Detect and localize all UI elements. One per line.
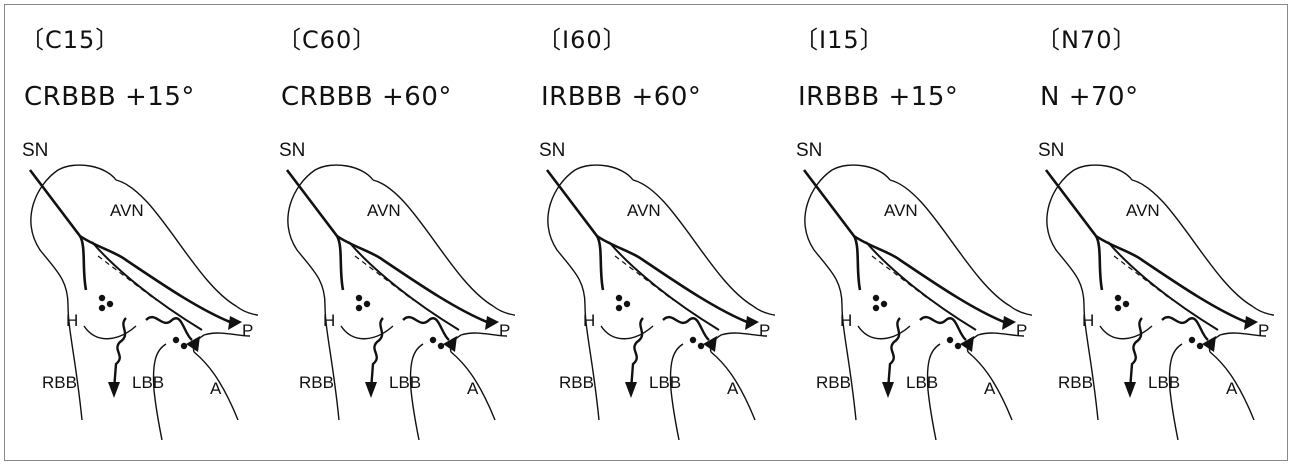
h-label: H [583, 311, 595, 330]
a-label: A [1226, 379, 1238, 398]
sn-label: SN [1038, 140, 1064, 161]
panel-caption: IRBBB +60° [541, 82, 701, 112]
panel-i60: 〔I60〕 IRBBB +60° SN AVN H P RBB LBB A [523, 0, 775, 455]
lbb-label: LBB [906, 373, 938, 392]
panel-code: 〔C60〕 [277, 20, 377, 55]
a-label: A [467, 379, 479, 398]
sn-label: SN [279, 140, 305, 161]
right-bundle-path [371, 318, 383, 390]
panel-c60: 〔C60〕 CRBBB +60° SN AVN H P RBB LBB A [263, 0, 515, 455]
rbb-label: RBB [816, 373, 851, 392]
avn-label: AVN [884, 201, 918, 220]
panel-n70: 〔N70〕 N +70° SN AVN H P RBB LBB A [1022, 0, 1274, 455]
right-bundle-path [888, 318, 900, 390]
avn-label: AVN [627, 201, 661, 220]
lbb-label: LBB [389, 373, 421, 392]
p-label: P [1258, 321, 1269, 340]
conduction-diagram: SN AVN H P RBB LBB A [6, 130, 258, 440]
bundle-path [804, 170, 1004, 322]
right-bundle-path [1130, 318, 1142, 390]
panel-caption: N +70° [1040, 82, 1139, 112]
avn-label: AVN [1126, 201, 1160, 220]
bundle-path [30, 170, 230, 322]
bundle-path [547, 170, 747, 322]
outline-shape [31, 165, 258, 440]
a-label: A [210, 379, 222, 398]
right-bundle-path [114, 318, 126, 390]
conduction-diagram: SN AVN H P RBB LBB A [523, 130, 775, 440]
p-label: P [499, 321, 510, 340]
rbb-label: RBB [299, 373, 334, 392]
h-label: H [323, 311, 335, 330]
lbb-label: LBB [132, 373, 164, 392]
panel-caption: CRBBB +15° [24, 82, 195, 112]
rbb-label: RBB [1058, 373, 1093, 392]
bundle-path [287, 170, 487, 322]
conduction-diagram: SN AVN H P RBB LBB A [263, 130, 515, 440]
panel-code: 〔N70〕 [1036, 20, 1138, 55]
panel-code: 〔C15〕 [20, 20, 120, 55]
p-label: P [759, 321, 770, 340]
p-label: P [242, 321, 253, 340]
right-bundle-path [631, 318, 643, 390]
h-label: H [66, 311, 78, 330]
panel-c15: 〔C15〕 CRBBB +15° SN AVN H P RBB LBB A [6, 0, 258, 455]
panel-i15: 〔I15〕 IRBBB +15° SN AVN H P RBB LBB A [780, 0, 1032, 455]
outline-shape [548, 165, 775, 440]
lbb-label: LBB [1148, 373, 1180, 392]
panel-code: 〔I60〕 [537, 20, 628, 55]
bundle-path [1046, 170, 1246, 322]
a-label: A [727, 379, 739, 398]
a-label: A [984, 379, 996, 398]
h-label: H [1082, 311, 1094, 330]
h-label: H [840, 311, 852, 330]
outline-shape [1047, 165, 1274, 440]
outline-shape [288, 165, 515, 440]
sn-label: SN [22, 140, 48, 161]
conduction-diagram: SN AVN H P RBB LBB A [780, 130, 1032, 440]
rbb-label: RBB [559, 373, 594, 392]
outline-shape [805, 165, 1032, 440]
rbb-label: RBB [42, 373, 77, 392]
avn-label: AVN [110, 201, 144, 220]
panel-code: 〔I15〕 [794, 20, 885, 55]
panel-caption: CRBBB +60° [281, 82, 452, 112]
conduction-diagram: SN AVN H P RBB LBB A [1022, 130, 1274, 440]
panel-caption: IRBBB +15° [798, 82, 958, 112]
lbb-label: LBB [649, 373, 681, 392]
sn-label: SN [796, 140, 822, 161]
avn-label: AVN [367, 201, 401, 220]
sn-label: SN [539, 140, 565, 161]
